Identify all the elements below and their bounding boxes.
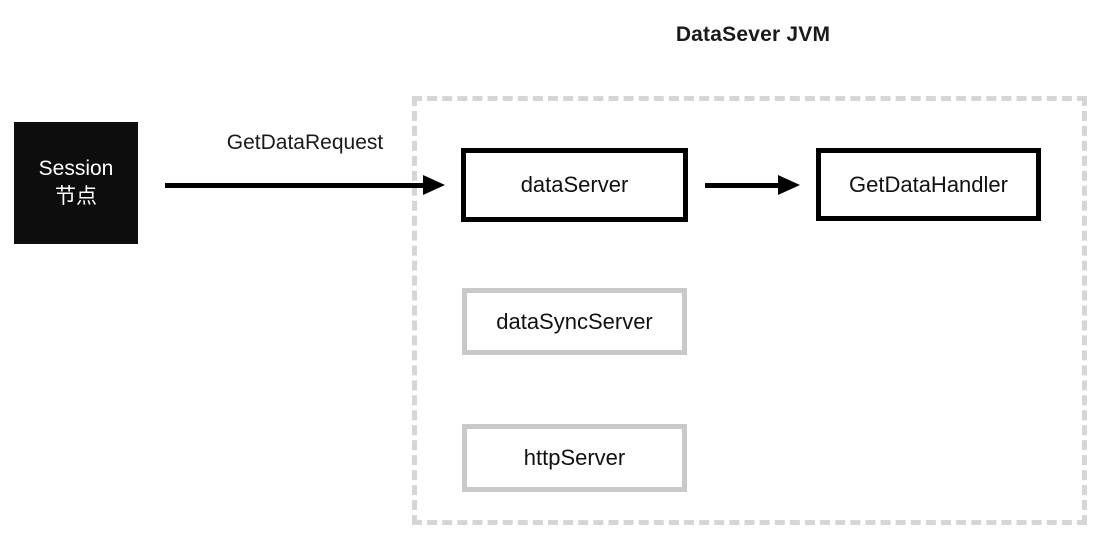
- component-label-dataserver: dataServer: [520, 172, 629, 197]
- arrow-head-icon: [423, 175, 445, 195]
- arrow-shaft: [165, 183, 427, 188]
- component-label-getdatahandler: GetDataHandler: [849, 171, 1008, 197]
- component-box-datasyncserver: dataSyncServer: [462, 288, 687, 355]
- component-box-httpserver: httpServer: [462, 424, 687, 492]
- session-node-label-line1: Session: [38, 157, 114, 181]
- session-node: Session 节点: [14, 122, 138, 244]
- component-box-dataserver: dataServer: [461, 148, 688, 222]
- jvm-boundary-container: [412, 96, 1087, 525]
- arrow-head-icon: [778, 175, 800, 195]
- page-title: DataSever JVM: [675, 23, 831, 46]
- session-node-label-line2: 节点: [55, 185, 97, 208]
- component-label-datasyncserver: dataSyncServer: [496, 308, 653, 334]
- arrow-shaft: [705, 183, 781, 188]
- component-box-getdatahandler: GetDataHandler: [816, 148, 1041, 221]
- edge-label-get-data-request: GetDataRequest: [226, 131, 384, 154]
- component-label-httpserver: httpServer: [523, 445, 626, 470]
